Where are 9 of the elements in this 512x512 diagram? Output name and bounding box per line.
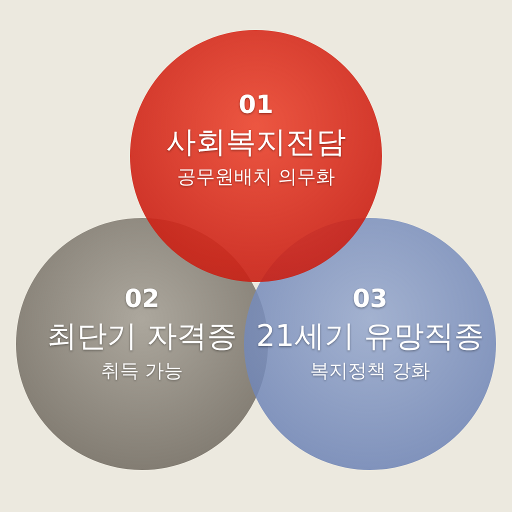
step-number: 03 xyxy=(352,284,388,314)
circle-heading: 21세기 유망직종 xyxy=(256,318,484,356)
circle-subtitle: 복지정책 강화 xyxy=(310,359,430,383)
circle-heading: 사회복지전담 xyxy=(166,124,346,162)
step-number: 02 xyxy=(124,284,160,314)
step-number: 01 xyxy=(238,90,274,120)
circle-subtitle: 공무원배치 의무화 xyxy=(176,165,336,189)
circle-heading: 최단기 자격증 xyxy=(47,318,237,356)
circle-subtitle: 취득 가능 xyxy=(100,359,184,383)
